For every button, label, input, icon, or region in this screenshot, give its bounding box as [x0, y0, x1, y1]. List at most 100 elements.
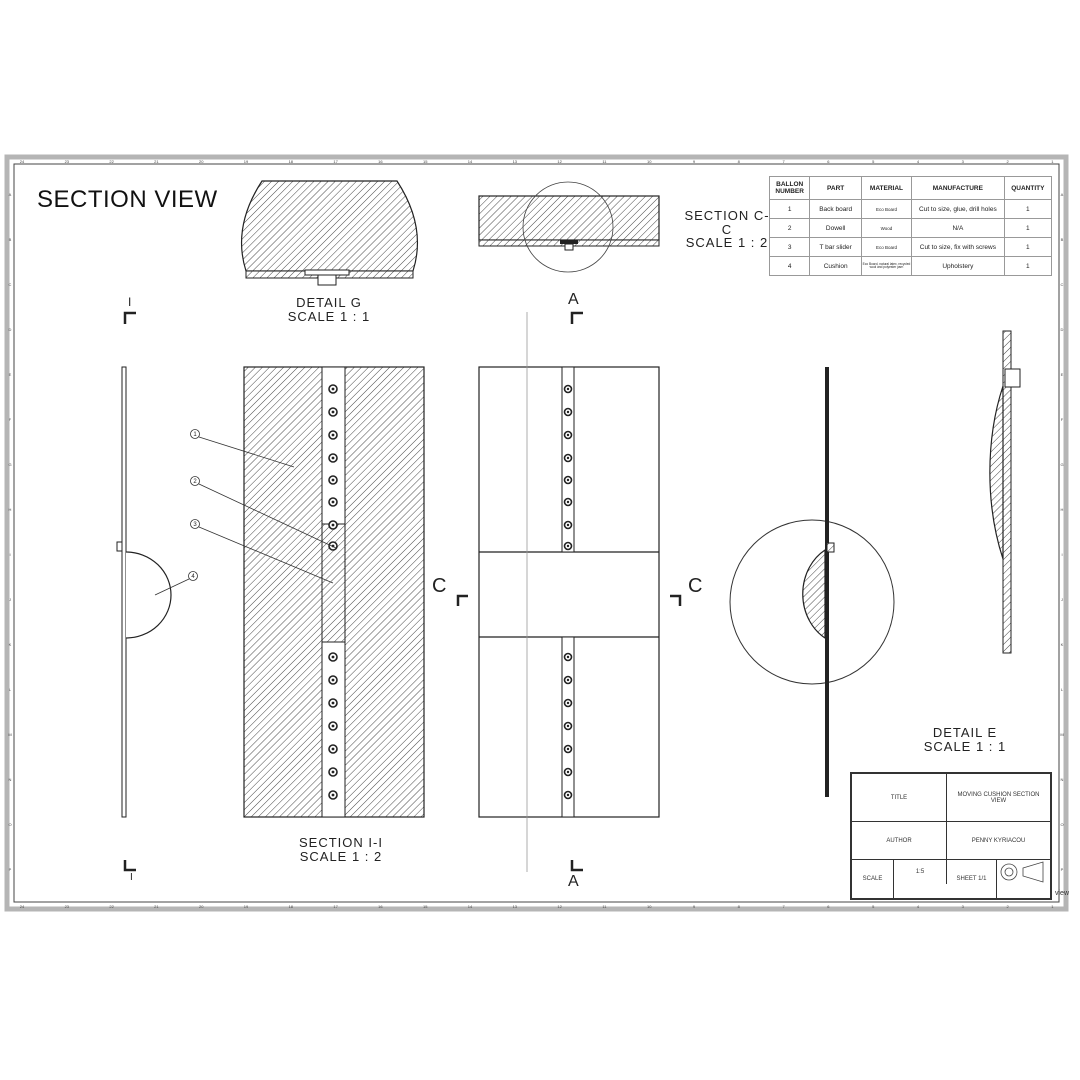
- detail-e-view: [989, 330, 1021, 654]
- screw-hole-center: [566, 701, 570, 705]
- border-zone-number: 7: [782, 159, 785, 164]
- bom-cell-manufacture: N/A: [911, 218, 1005, 238]
- screw-hole-center: [566, 433, 570, 437]
- section-marker-i-bottom: I: [130, 872, 133, 883]
- balloon-3: [190, 519, 200, 529]
- border-zone-number: 23: [65, 159, 70, 164]
- border-zone-letter: O: [1060, 822, 1063, 827]
- border-zone-number: 8: [738, 159, 741, 164]
- bom-header-part: PART: [809, 176, 862, 200]
- screw-hole-center: [566, 456, 570, 460]
- border-zone-letter: E: [1061, 372, 1064, 377]
- border-zone-letter: E: [9, 372, 12, 377]
- screw-hole-center: [331, 724, 335, 728]
- border-zone-letter: H: [1061, 507, 1064, 512]
- border-zone-number: 12: [557, 904, 562, 909]
- bom-cell-material: Eco Board: [860, 237, 913, 257]
- screw-hole-center: [566, 478, 570, 482]
- screw-hole-center: [331, 433, 335, 437]
- table-row: 2 Dowell Wood N/A 1: [768, 218, 1053, 238]
- bom-cell-material: Eco Board: [860, 199, 913, 219]
- projection-symbol-icon: [1000, 861, 1044, 883]
- border-zone-number: 5: [872, 159, 875, 164]
- border-zone-letter: F: [9, 417, 12, 422]
- side-profile-view: [116, 366, 172, 818]
- border-zone-letter: N: [9, 777, 12, 782]
- border-zone-letter: A: [1061, 192, 1064, 197]
- border-zone-number: 8: [738, 904, 741, 909]
- border-zone-number: 14: [468, 904, 473, 909]
- border-zone-letter: I: [9, 552, 10, 557]
- author-label: AUTHOR: [852, 822, 947, 860]
- border-zone-letter: B: [1061, 237, 1064, 242]
- bom-cell-quantity: 1: [1003, 256, 1053, 276]
- bom-cell-part: Dowell: [809, 218, 862, 238]
- section-marker-c-right: C: [688, 575, 703, 597]
- border-zone-number: 6: [827, 159, 830, 164]
- detail-g-label: DETAIL G SCALE 1 : 1: [284, 296, 374, 323]
- section-marker-a-bottom: A: [568, 873, 579, 890]
- border-zone-number: 13: [513, 159, 518, 164]
- border-zone-letter: G: [8, 462, 11, 467]
- border-zone-letter: M: [8, 732, 11, 737]
- border-zone-letter: M: [1060, 732, 1063, 737]
- section-ii-scale: SCALE 1 : 2: [299, 848, 383, 864]
- balloon-1: [190, 429, 200, 439]
- screw-holes-front-view: [563, 384, 573, 800]
- border-zone-number: 3: [962, 904, 965, 909]
- bom-header-material: MATERIAL: [860, 176, 913, 200]
- detail-e-scale: SCALE 1 : 1: [923, 738, 1007, 754]
- border-zone-letter: D: [9, 327, 12, 332]
- screw-hole-center: [566, 747, 570, 751]
- border-zone-number: 4: [917, 159, 920, 164]
- border-zone-letter: J: [1061, 597, 1063, 602]
- front-view: [478, 312, 660, 872]
- screw-hole-center: [331, 678, 335, 682]
- screw-hole-center: [566, 523, 570, 527]
- border-zone-letter: H: [9, 507, 12, 512]
- border-zone-number: 21: [154, 159, 159, 164]
- screw-hole-center: [566, 793, 570, 797]
- border-zone-number: 20: [199, 904, 204, 909]
- bom-cell-number: 2: [768, 218, 811, 238]
- side-elevation-view: [729, 367, 895, 797]
- bom-cell-material: Eco Board, natural latex, recycled wool …: [860, 256, 913, 276]
- border-zone-letter: C: [9, 282, 12, 287]
- bom-cell-number: 1: [768, 199, 811, 219]
- bom-cell-number: 4: [768, 256, 811, 276]
- screw-hole-center: [331, 410, 335, 414]
- border-zone-number: 22: [109, 159, 114, 164]
- border-zone-number: 1: [1051, 159, 1054, 164]
- sheet-number: SHEET 1/1: [947, 860, 997, 898]
- bom-cell-quantity: 1: [1003, 237, 1053, 257]
- border-zone-labels: 2424232322222121202019191818171716161515…: [8, 159, 1064, 909]
- border-zone-number: 5: [872, 904, 875, 909]
- balloon-numbers: 1 2 3 4: [191, 432, 197, 580]
- border-zone-letter: F: [1061, 417, 1064, 422]
- bom-cell-part: Cushion: [809, 256, 862, 276]
- bom-cell-material: Wood: [860, 218, 913, 238]
- screw-hole-center: [566, 724, 570, 728]
- bom-cell-part: T bar slider: [809, 237, 862, 257]
- border-zone-number: 10: [647, 159, 652, 164]
- author-value: PENNY KYRIACOU: [947, 822, 1050, 860]
- title-block: TITLE MOVING CUSHION SECTION VIEW AUTHOR…: [850, 772, 1052, 900]
- border-zone-letter: L: [1061, 687, 1064, 692]
- screw-hole-center: [331, 747, 335, 751]
- border-zone-number: 15: [423, 159, 428, 164]
- border-zone-number: 12: [557, 159, 562, 164]
- border-zone-number: 18: [289, 159, 294, 164]
- screw-hole-center: [331, 387, 335, 391]
- border-zone-letter: I: [1061, 552, 1062, 557]
- balloon-4: [188, 571, 198, 581]
- screw-hole-center: [566, 410, 570, 414]
- border-zone-number: 17: [333, 904, 338, 909]
- border-zone-letter: K: [1061, 642, 1064, 647]
- section-marker-a-top: A: [568, 291, 579, 308]
- screw-hole-center: [331, 478, 335, 482]
- bom-cell-manufacture: Upholstery: [911, 256, 1005, 276]
- border-zone-number: 23: [65, 904, 70, 909]
- table-row: 1 Back board Eco Board Cut to size, glue…: [768, 199, 1053, 219]
- border-zone-letter: N: [1061, 777, 1064, 782]
